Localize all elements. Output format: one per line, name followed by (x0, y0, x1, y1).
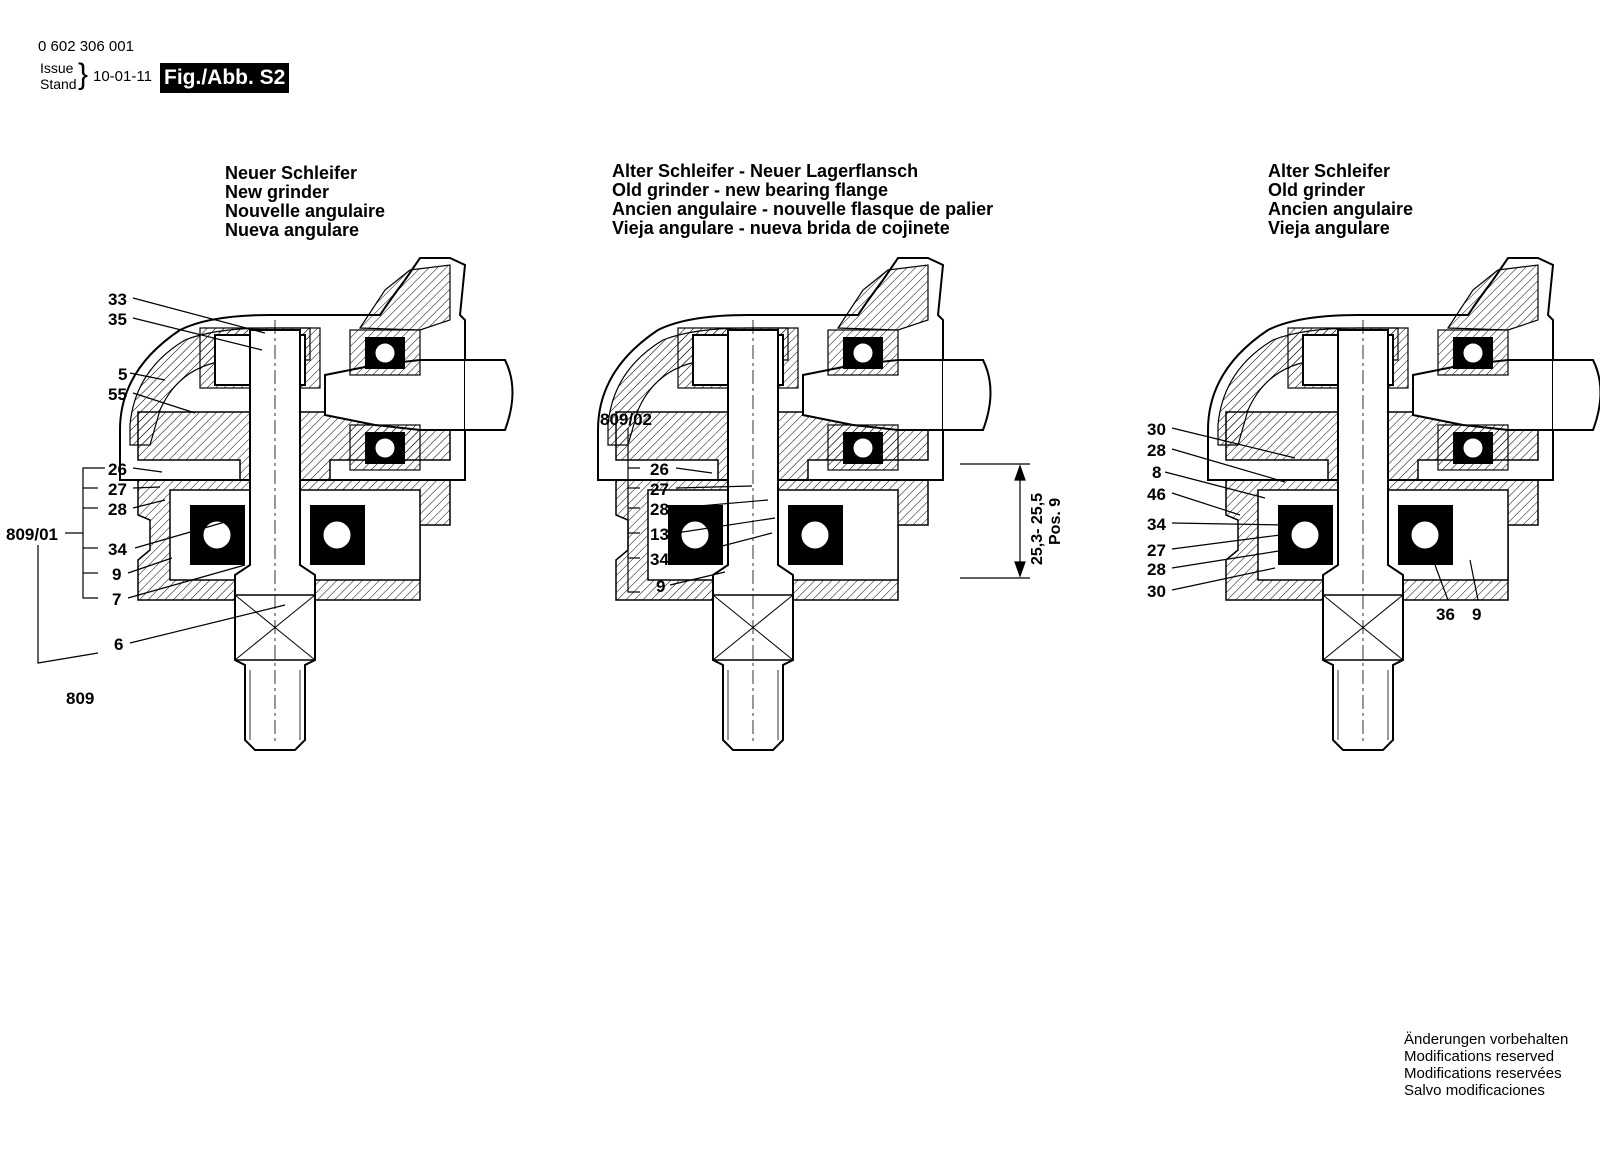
callout-9: 9 (1472, 605, 1481, 624)
brace-symbol: } (78, 58, 89, 91)
dimension-value: 25,3- 25,5 (1029, 493, 1046, 565)
callout-28: 28 (1147, 441, 1166, 460)
callout-26: 26 (650, 460, 669, 479)
callout-27: 27 (650, 480, 669, 499)
title-fr: Ancien angulaire - nouvelle flasque de p… (612, 199, 994, 219)
title-de: Alter Schleifer (1268, 161, 1391, 181)
modifications-note: Änderungen vorbehalten Modifications res… (1404, 1031, 1568, 1099)
issue-label: Issue (40, 60, 74, 76)
callout-13: 13 (650, 525, 669, 544)
dimension-ref: Pos. 9 (1047, 498, 1064, 545)
title-es: Vieja angulare (1268, 218, 1390, 238)
callout-6: 6 (114, 635, 123, 654)
callout-28-lower: 28 (1147, 560, 1166, 579)
figure-label: Fig./Abb. S2 (160, 63, 290, 93)
callout-46: 46 (1147, 485, 1166, 504)
callout-7: 7 (112, 590, 121, 609)
title-de: Alter Schleifer - Neuer Lagerflansch (612, 161, 919, 181)
callout-9: 9 (656, 577, 665, 596)
title-en: New grinder (225, 182, 330, 202)
footer-es: Salvo modificaciones (1404, 1082, 1545, 1099)
footer-de: Änderungen vorbehalten (1404, 1031, 1569, 1048)
group-809: 809 (66, 689, 94, 708)
drawing-new-grinder (119, 257, 514, 751)
callouts-section-3 (1164, 427, 1479, 601)
callouts-section-2 (627, 428, 1030, 593)
title-de: Neuer Schleifer (225, 163, 358, 183)
stand-label: Stand (40, 76, 77, 92)
callout-36: 36 (1436, 605, 1455, 624)
group-809-01: 809/01 (6, 525, 58, 544)
callout-27: 27 (108, 480, 127, 499)
issue-date: 10-01-11 (93, 68, 152, 85)
callout-28: 28 (650, 500, 669, 519)
callout-9: 9 (112, 565, 121, 584)
title-en: Old grinder (1268, 180, 1366, 200)
callout-27: 27 (1147, 541, 1166, 560)
callout-35: 35 (108, 310, 127, 329)
callout-55: 55 (108, 385, 127, 404)
title-fr: Ancien angulaire (1268, 199, 1414, 219)
callout-30: 30 (1147, 420, 1166, 439)
group-809-02: 809/02 (600, 410, 652, 429)
title-fr: Nouvelle angulaire (225, 201, 386, 221)
title-es: Vieja angulare - nueva brida de cojinete (612, 218, 950, 238)
footer-fr: Modifications reservées (1404, 1065, 1562, 1082)
callout-34: 34 (650, 550, 669, 569)
callouts-section-1 (37, 297, 286, 664)
section-title-old-grinder: Alter Schleifer Old grinder Ancien angul… (1268, 162, 1413, 238)
section-title-new-grinder: Neuer Schleifer New grinder Nouvelle ang… (225, 164, 385, 240)
callout-8: 8 (1152, 463, 1161, 482)
callout-26: 26 (108, 460, 127, 479)
title-en: Old grinder - new bearing flange (612, 180, 889, 200)
callout-33: 33 (108, 290, 127, 309)
footer-en: Modifications reserved (1404, 1048, 1555, 1065)
drawing-old-grinder (1207, 257, 1600, 751)
part-number: 0 602 306 001 (38, 38, 134, 55)
callout-30-lower: 30 (1147, 582, 1166, 601)
section-title-old-grinder-new-flange: Alter Schleifer - Neuer Lagerflansch Old… (612, 162, 993, 238)
callout-28: 28 (108, 500, 127, 519)
title-es: Nueva angulare (225, 220, 360, 240)
callout-5: 5 (118, 365, 127, 384)
callout-34: 34 (1147, 515, 1166, 534)
issue-stand-label: Issue Stand (40, 60, 77, 92)
callout-34: 34 (108, 540, 127, 559)
